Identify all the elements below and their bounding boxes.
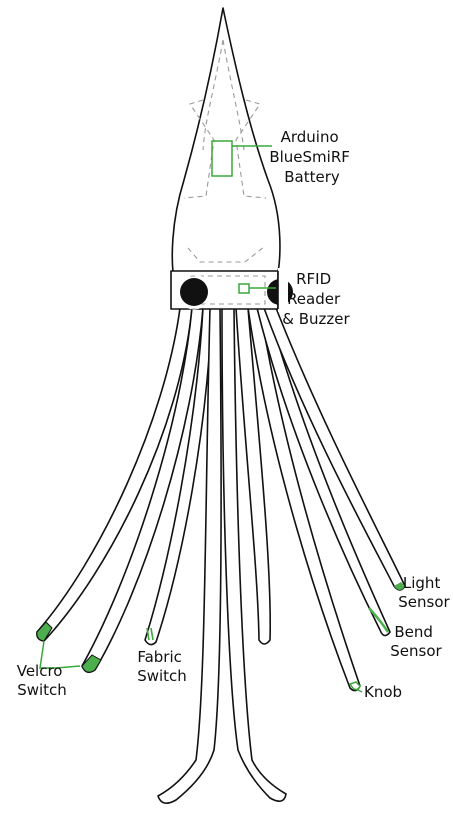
squid-mantle	[172, 8, 280, 272]
tentacles	[37, 308, 405, 803]
label-bend-sensor: Bend Sensor	[390, 623, 442, 660]
label-arduino: Arduino BlueSmiRF Battery	[269, 128, 354, 186]
label-knob: Knob	[364, 683, 402, 701]
eye-left	[180, 278, 208, 306]
label-velcro-switch: Velcro Switch	[17, 662, 68, 699]
label-light-sensor: Light Sensor	[398, 574, 450, 611]
label-fabric-switch: Fabric Switch	[137, 648, 187, 685]
label-rfid: RFID Reader & Buzzer	[282, 270, 350, 328]
knob-leader	[358, 690, 362, 692]
